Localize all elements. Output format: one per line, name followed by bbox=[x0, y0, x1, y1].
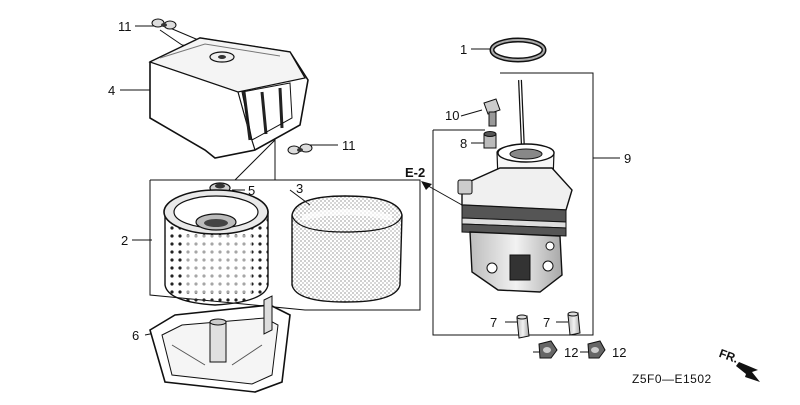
part-label-6: 6 bbox=[132, 328, 140, 343]
reference-label-e2: E-2 bbox=[405, 165, 426, 180]
part-label-12-right: 12 bbox=[612, 345, 627, 360]
part-label-7-right: 7 bbox=[543, 315, 551, 330]
part-label-4: 4 bbox=[108, 83, 116, 98]
stud-bolt-left bbox=[516, 314, 530, 339]
part-label-2: 2 bbox=[121, 233, 129, 248]
part-label-10: 10 bbox=[445, 108, 460, 123]
part-label-3: 3 bbox=[296, 181, 304, 196]
part-label-5: 5 bbox=[248, 183, 256, 198]
part-label-11-mid: 11 bbox=[342, 138, 356, 153]
part-label-12-left: 12 bbox=[564, 345, 579, 360]
stud-bolt-right bbox=[567, 311, 581, 336]
air-cleaner-cover bbox=[148, 37, 309, 159]
air-cleaner-case bbox=[149, 295, 291, 393]
part-label-8: 8 bbox=[460, 136, 468, 151]
air-filter-element bbox=[163, 189, 269, 306]
part-label-9: 9 bbox=[624, 151, 632, 166]
diagram-code: Z5F0—E1502 bbox=[632, 372, 712, 386]
elbow-assembly bbox=[457, 79, 573, 293]
o-ring-seal bbox=[489, 37, 547, 63]
front-arrow bbox=[736, 362, 760, 382]
wing-nut-top bbox=[151, 18, 177, 30]
foam-pre-filter bbox=[291, 195, 403, 303]
leader-lines bbox=[120, 25, 620, 353]
flange-nut-left bbox=[538, 340, 558, 359]
part-label-7-left: 7 bbox=[490, 315, 498, 330]
collar bbox=[483, 131, 497, 149]
part-label-1: 1 bbox=[460, 42, 468, 57]
bolt bbox=[483, 98, 501, 127]
wing-nut-mid bbox=[287, 143, 313, 155]
flange-nut-right bbox=[587, 340, 606, 359]
reference-arrowhead bbox=[421, 181, 432, 190]
part-label-11-top: 11 bbox=[118, 19, 132, 34]
